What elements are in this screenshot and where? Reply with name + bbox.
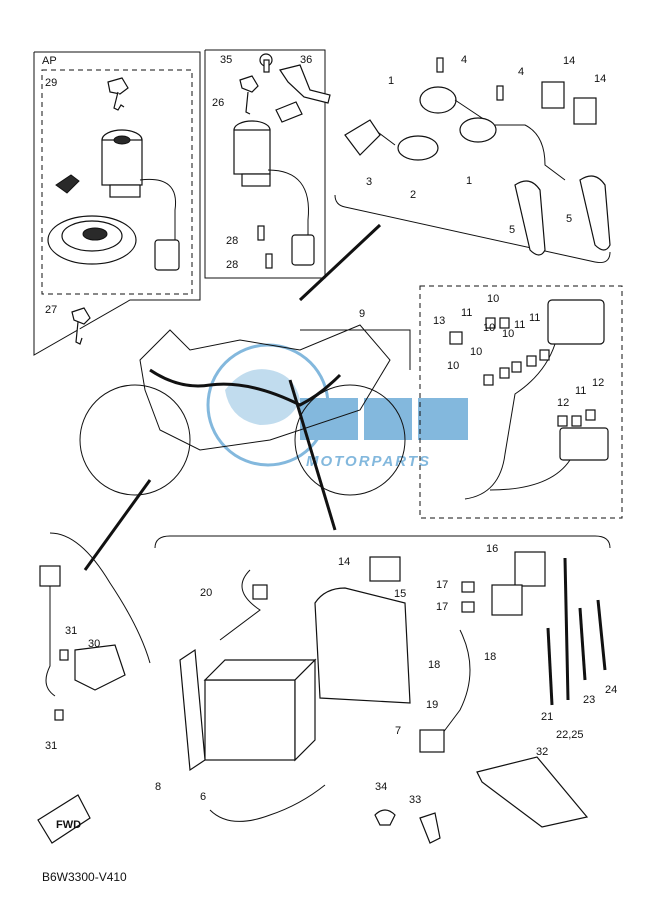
callouts: 29 27 35 36 26 28 28 4 4 1 1 2 3 14 14 5… xyxy=(45,54,617,806)
callout-17b: 17 xyxy=(436,601,448,613)
callout-19: 19 xyxy=(426,699,438,711)
callout-12a: 12 xyxy=(592,377,604,389)
callout-36: 36 xyxy=(300,54,312,66)
callout-11b: 11 xyxy=(514,319,525,331)
ap-label: AP xyxy=(42,55,57,67)
callout-32: 32 xyxy=(536,746,548,758)
callout-26: 26 xyxy=(212,97,224,109)
callout-11c: 11 xyxy=(529,312,540,324)
callout-15: 15 xyxy=(394,588,406,600)
callout-18b: 18 xyxy=(484,651,496,663)
callout-17a: 17 xyxy=(436,579,448,591)
callout-21: 21 xyxy=(541,711,553,723)
ap-group: AP xyxy=(33,51,201,356)
diagram-code: B6W3300-V410 xyxy=(42,870,127,884)
sensor-group xyxy=(39,532,151,721)
callout-12b: 12 xyxy=(557,397,569,409)
ignition-coil-group xyxy=(298,57,611,302)
callout-31b: 31 xyxy=(45,740,57,752)
callout-3: 3 xyxy=(366,176,372,188)
fwd-label: FWD xyxy=(56,819,81,831)
callout-10b: 10 xyxy=(483,322,495,334)
callout-10d: 10 xyxy=(470,346,482,358)
callout-29: 29 xyxy=(45,77,57,89)
callout-4b: 4 xyxy=(518,66,524,78)
callout-8: 8 xyxy=(155,781,161,793)
callout-2: 2 xyxy=(410,189,416,201)
callout-22-25: 22,25 xyxy=(556,729,584,741)
callout-4a: 4 xyxy=(461,54,467,66)
callout-1a: 1 xyxy=(388,75,394,87)
motorcycle-silhouette xyxy=(79,324,411,496)
lower-group xyxy=(83,479,611,844)
callout-5b: 5 xyxy=(566,213,572,225)
callout-16: 16 xyxy=(486,543,498,555)
callout-30: 30 xyxy=(88,638,100,650)
callout-14a: 14 xyxy=(563,55,575,67)
ignition-group xyxy=(204,49,331,279)
callout-9: 9 xyxy=(359,308,365,320)
callout-13: 13 xyxy=(433,315,445,327)
watermark-sub: MOTORPARTS xyxy=(306,453,431,470)
callout-23: 23 xyxy=(583,694,595,706)
callout-28a: 28 xyxy=(226,235,238,247)
callout-31a: 31 xyxy=(65,625,77,637)
callout-14c: 14 xyxy=(338,556,350,568)
callout-6: 6 xyxy=(200,791,206,803)
fuse-group xyxy=(288,285,623,531)
callout-10a: 10 xyxy=(487,293,499,305)
callout-33: 33 xyxy=(409,794,421,806)
callout-1b: 1 xyxy=(466,175,472,187)
callout-11a: 11 xyxy=(461,307,472,319)
fwd-arrow: FWD xyxy=(37,794,91,844)
callout-10c: 10 xyxy=(502,328,514,340)
callout-28b: 28 xyxy=(226,259,238,271)
watermark: MOTORPARTS xyxy=(206,343,468,470)
callout-18a: 18 xyxy=(428,659,440,671)
callout-35: 35 xyxy=(220,54,232,66)
callout-11d: 11 xyxy=(575,385,586,397)
callout-20: 20 xyxy=(200,587,212,599)
callout-24: 24 xyxy=(605,684,617,696)
callout-14b: 14 xyxy=(594,73,606,85)
callout-5a: 5 xyxy=(509,224,515,236)
callout-7: 7 xyxy=(395,725,401,737)
callout-10e: 10 xyxy=(447,360,459,372)
callout-34: 34 xyxy=(375,781,387,793)
callout-27: 27 xyxy=(45,304,57,316)
